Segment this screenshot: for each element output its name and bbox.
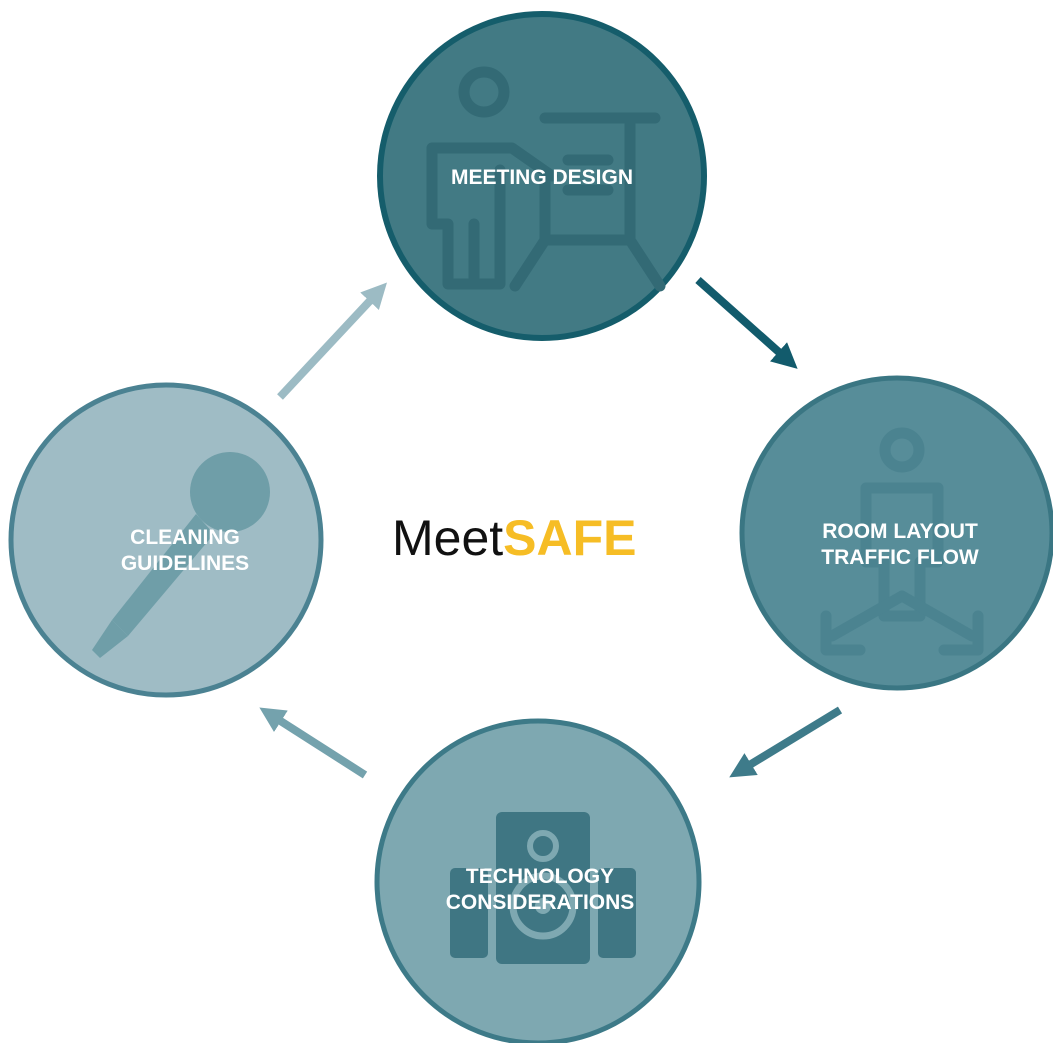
label-meeting-design: MEETING DESIGN xyxy=(380,165,704,191)
node-room-layout-circle xyxy=(739,375,1053,691)
arrow-cleaning-to-design xyxy=(277,282,387,400)
label-cleaning-line-2: GUIDELINES xyxy=(120,552,250,575)
person-directions-icon xyxy=(820,427,984,656)
label-technology-line-2: CONSIDERATIONS xyxy=(445,891,635,914)
label-cleaning: CLEANING GUIDELINES xyxy=(70,525,300,577)
label-meeting-design-line-1: MEETING DESIGN xyxy=(450,166,634,189)
label-room-layout-line-2: TRAFFIC FLOW xyxy=(821,546,979,569)
microphone-icon xyxy=(92,452,270,658)
node-meeting-design xyxy=(377,11,707,341)
node-technology xyxy=(374,718,702,1043)
arrow-design-to-layout xyxy=(695,277,798,369)
arrow-technology-to-cleaning xyxy=(259,707,368,779)
arrow-layout-to-technology xyxy=(729,706,843,778)
label-room-layout: ROOM LAYOUT TRAFFIC FLOW xyxy=(790,519,1010,571)
label-technology-line-1: TECHNOLOGY xyxy=(465,865,615,888)
label-room-layout-line-1: ROOM LAYOUT xyxy=(822,520,978,543)
speakers-icon xyxy=(450,812,636,964)
presenter-board-icon xyxy=(426,66,666,292)
meetsafe-logo: MeetSAFE xyxy=(392,508,637,568)
label-technology: TECHNOLOGY CONSIDERATIONS xyxy=(410,864,670,916)
node-room-layout xyxy=(739,375,1053,691)
logo-word-meet: Meet xyxy=(392,510,504,566)
node-cleaning xyxy=(8,382,324,698)
label-cleaning-line-1: CLEANING xyxy=(130,526,240,549)
logo-word-safe: SAFE xyxy=(503,510,637,566)
